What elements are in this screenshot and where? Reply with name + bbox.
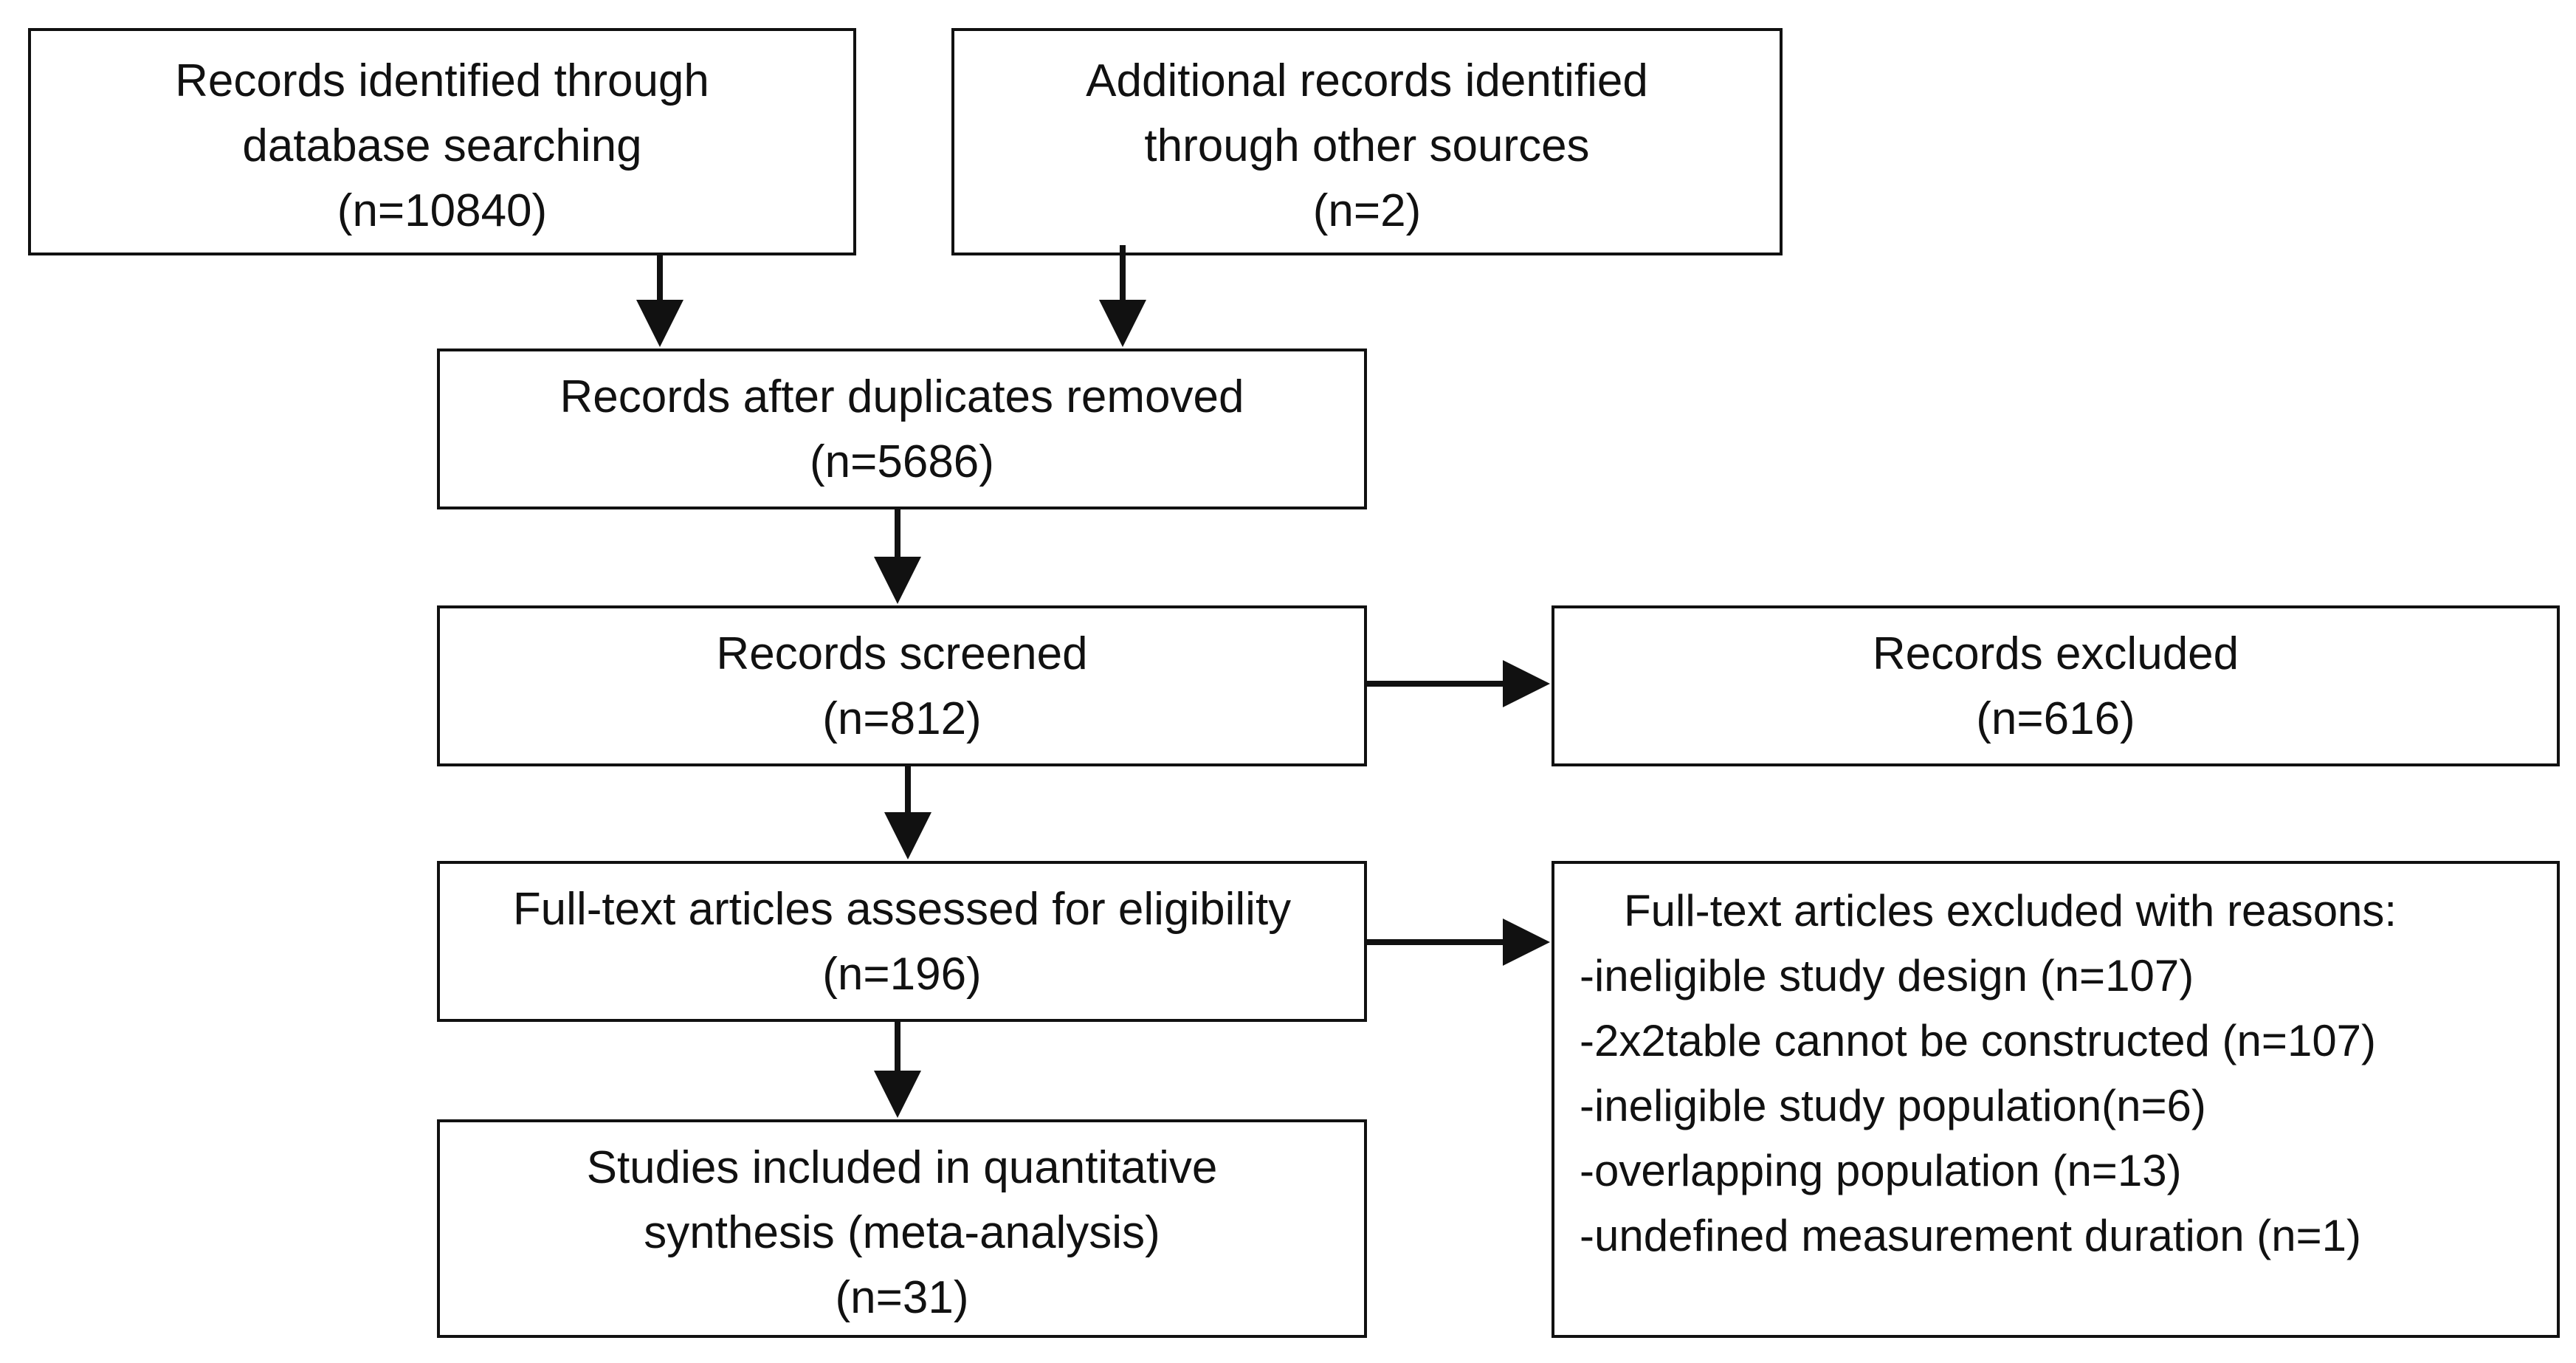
- full-text-assessed-label: Full-text articles assessed for eligibil…: [512, 884, 1292, 935]
- identified-other-line-1: Additional records identified: [1086, 55, 1648, 106]
- studies-included-line-1: Studies included in quantitative: [586, 1142, 1218, 1193]
- identified-database-line-2: database searching: [242, 120, 642, 171]
- full-text-assessed-count: (n=196): [822, 949, 982, 1000]
- studies-included-count: (n=31): [835, 1272, 969, 1323]
- records-excluded-box: Records excluded (n=616): [1552, 605, 2560, 766]
- records-screened-count: (n=812): [822, 693, 982, 744]
- studies-included-box: Studies included in quantitative synthes…: [437, 1119, 1367, 1338]
- full-text-assessed-box: Full-text articles assessed for eligibil…: [437, 861, 1367, 1022]
- identified-other-count: (n=2): [1312, 185, 1422, 236]
- after-duplicates-count: (n=5686): [810, 436, 994, 487]
- exclusion-reason: -ineligible study population(n=6): [1580, 1081, 2206, 1130]
- studies-included-line-2: synthesis (meta-analysis): [644, 1207, 1160, 1258]
- records-excluded-count: (n=616): [1976, 693, 2135, 744]
- records-screened-label: Records screened: [716, 628, 1088, 679]
- exclusion-reason: -undefined measurement duration (n=1): [1580, 1211, 2361, 1260]
- identified-other-line-2: through other sources: [1144, 120, 1590, 171]
- after-duplicates-box: Records after duplicates removed (n=5686…: [437, 349, 1367, 509]
- full-text-excluded-box: Full-text articles excluded with reasons…: [1552, 861, 2560, 1338]
- exclusion-reason: -overlapping population (n=13): [1580, 1146, 2182, 1195]
- records-screened-box: Records screened (n=812): [437, 605, 1367, 766]
- exclusion-reason: -ineligible study design (n=107): [1580, 951, 2194, 1000]
- identified-database-count: (n=10840): [337, 185, 548, 236]
- identified-other-sources-box: Additional records identified through ot…: [951, 28, 1783, 255]
- identified-database-line-1: Records identified through: [175, 55, 709, 106]
- full-text-excluded-heading: Full-text articles excluded with reasons…: [1624, 886, 2397, 935]
- records-excluded-label: Records excluded: [1872, 628, 2239, 679]
- exclusion-reason: -2x2table cannot be constructed (n=107): [1580, 1016, 2377, 1065]
- after-duplicates-label: Records after duplicates removed: [559, 371, 1244, 422]
- identified-database-box: Records identified through database sear…: [28, 28, 856, 255]
